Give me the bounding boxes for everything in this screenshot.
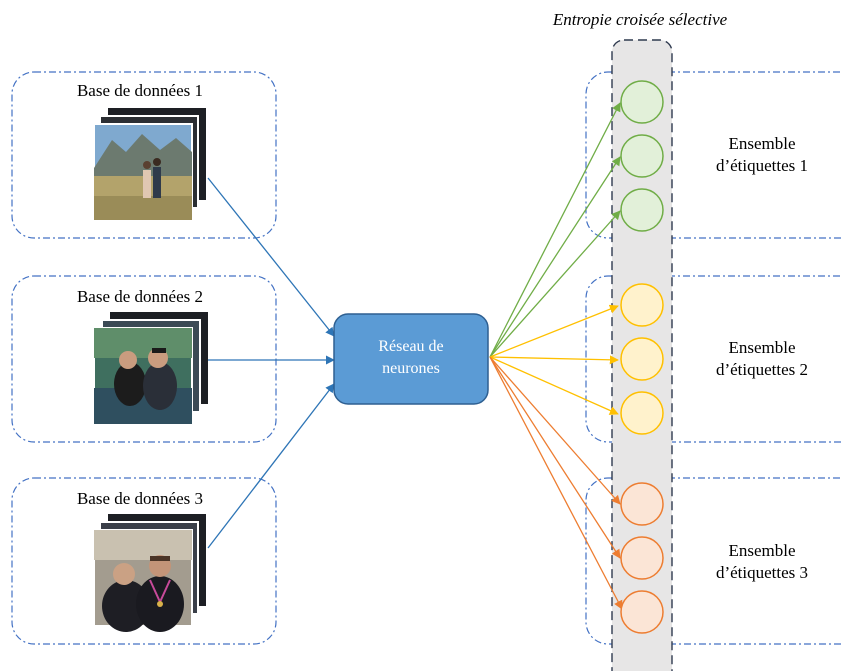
network-label-line-1: Réseau de <box>378 338 444 355</box>
label-set-frame-3 <box>585 477 843 645</box>
output-arrow-green-3 <box>489 210 621 358</box>
output-arrow-orange-2 <box>489 356 621 559</box>
neural-network-box <box>333 313 489 405</box>
output-arrow-orange-3 <box>489 356 623 610</box>
database-label-3: Base de données 3 <box>76 489 204 508</box>
database-frame-2 <box>11 275 277 443</box>
photo-stack-3 <box>93 514 206 632</box>
database-label-1: Base de données 1 <box>76 81 204 100</box>
database-frame-3 <box>11 477 277 645</box>
label-set-frame-1 <box>585 71 843 239</box>
class-node-set1-2 <box>620 134 664 178</box>
label-set-label-2: Ensemble d’étiquettes 2 <box>692 337 832 381</box>
label-set-1-line-1: Ensemble <box>728 134 796 153</box>
class-node-set3-1 <box>620 482 664 526</box>
couple-boat-photo-icon <box>93 327 193 425</box>
network-label-line-2: neurones <box>382 360 440 377</box>
photo-stack-1 <box>93 108 206 221</box>
network-label: Réseau de neurones <box>334 336 488 380</box>
couple-medal-photo-icon <box>93 529 193 632</box>
output-arrow-yellow-3 <box>489 356 619 415</box>
database-frame-1 <box>11 71 277 239</box>
label-set-2-line-2: d’étiquettes 2 <box>715 360 809 379</box>
output-arrow-yellow-2 <box>489 355 619 365</box>
input-arrow-1 <box>207 177 335 337</box>
class-node-set2-1 <box>620 283 664 327</box>
label-set-frame-2 <box>585 275 843 443</box>
class-node-set1-3 <box>620 188 664 232</box>
label-set-3-line-1: Ensemble <box>728 541 796 560</box>
output-arrow-yellow-1 <box>489 304 619 358</box>
database-label-2: Base de données 2 <box>76 287 204 306</box>
output-arrow-green-2 <box>489 156 621 358</box>
loss-function-title: Entropie croisée sélective <box>552 10 728 29</box>
label-set-label-3: Ensemble d’étiquettes 3 <box>692 540 832 584</box>
class-node-set2-3 <box>620 391 664 435</box>
class-node-set1-1 <box>620 80 664 124</box>
class-node-set2-2 <box>620 337 664 381</box>
photo-stack-2 <box>93 312 208 425</box>
label-set-1-line-2: d’étiquettes 1 <box>715 156 809 175</box>
class-node-set3-2 <box>620 536 664 580</box>
label-set-3-line-2: d’étiquettes 3 <box>715 563 809 582</box>
output-arrow-green-1 <box>489 102 621 358</box>
hikers-mountain-photo-icon <box>93 123 193 221</box>
input-arrow-3 <box>207 383 335 549</box>
class-node-set3-3 <box>620 590 664 634</box>
label-set-label-1: Ensemble d’étiquettes 1 <box>692 133 832 177</box>
label-set-2-line-1: Ensemble <box>728 338 796 357</box>
output-arrow-orange-1 <box>489 356 621 505</box>
